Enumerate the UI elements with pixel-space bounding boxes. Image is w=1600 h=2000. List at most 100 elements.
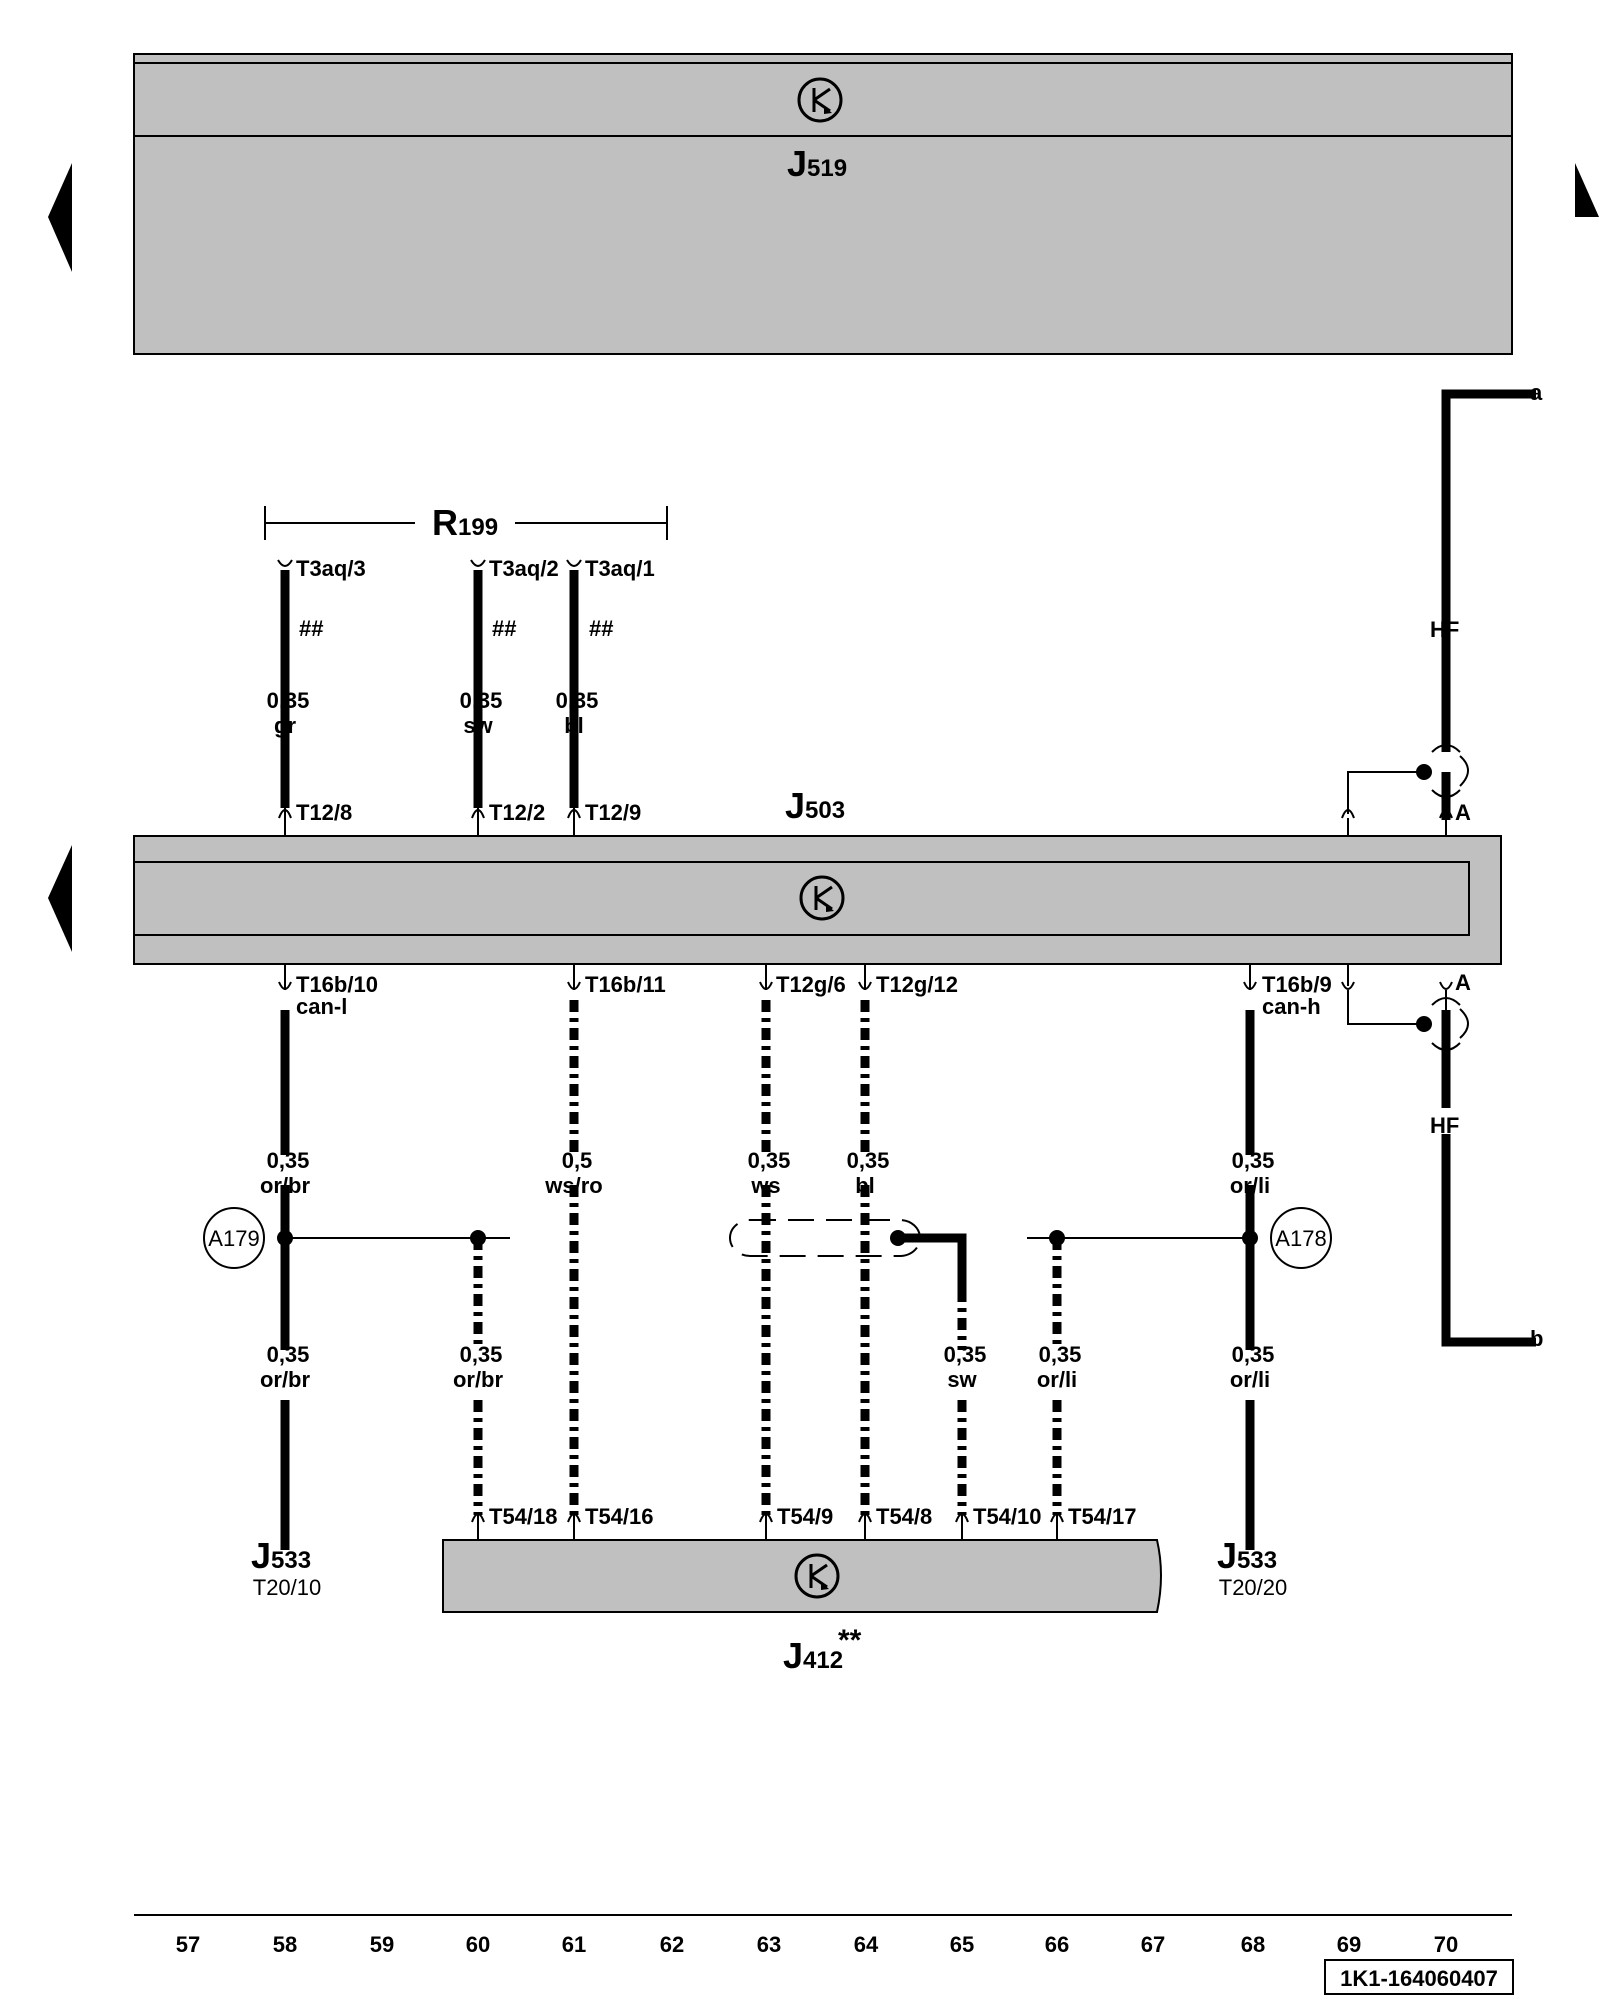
wire-color: sw	[463, 713, 493, 738]
pin-t12-8: T12/8	[296, 800, 352, 825]
wire-color: ws	[750, 1173, 780, 1198]
grid-number: 59	[370, 1932, 394, 1957]
pin-t54-8: T54/8	[876, 1504, 932, 1529]
wire-color: or/br	[260, 1173, 311, 1198]
nav-right-arrow-top[interactable]	[1575, 163, 1599, 272]
wire-note: ##	[299, 616, 323, 641]
wire-note: ##	[589, 616, 613, 641]
grid-number: 68	[1241, 1932, 1265, 1957]
junction-dot	[1416, 1016, 1432, 1032]
wire-note: ##	[492, 616, 516, 641]
junction-a179-label: A179	[208, 1226, 259, 1251]
grid-number: 63	[757, 1932, 781, 1957]
wire-gauge: 0,35	[460, 1342, 503, 1367]
pin-t12g-6: T12g/6	[776, 972, 846, 997]
top-wire-labels: T3aq/3 T3aq/2 T3aq/1 ## ## ## 0,35 gr 0,…	[267, 556, 655, 825]
j533-right: J533 T20/20	[1217, 1535, 1287, 1600]
wire-color: or/br	[453, 1367, 504, 1392]
pin-t16b-9: T16b/9	[1262, 972, 1332, 997]
j412-module: J412 **	[442, 1539, 1162, 1676]
grid-number: 69	[1337, 1932, 1361, 1957]
antenna-cable	[1341, 389, 1536, 1347]
mid-wires	[278, 964, 1257, 1550]
junction-markers: A179 A178	[203, 1207, 1332, 1269]
j519-module: J519	[133, 53, 1513, 355]
wire-gauge: 0,35	[460, 688, 503, 713]
j503-module: J503	[133, 785, 1502, 965]
pin-t16b-11: T16b/11	[585, 972, 666, 997]
wire-color: gr	[274, 713, 296, 738]
wire-gauge: 0,35	[1039, 1342, 1082, 1367]
wire-gauge: 0,5	[562, 1148, 593, 1173]
pin-t54-18: T54/18	[489, 1504, 558, 1529]
pin-t3aq-3: T3aq/3	[296, 556, 366, 581]
j533-label: J533	[1217, 1535, 1277, 1576]
wire-color: or/li	[1230, 1173, 1270, 1198]
wire-gauge: 0,35	[267, 1342, 310, 1367]
antenna-hf-label: HF	[1430, 617, 1459, 642]
j412-label: J412	[783, 1635, 843, 1676]
pin-t16b-10: T16b/10	[296, 972, 378, 997]
pin-t12g-12: T12g/12	[876, 972, 958, 997]
wire-color: sw	[947, 1367, 977, 1392]
pin-t54-16: T54/16	[585, 1504, 654, 1529]
junction-a178-label: A178	[1275, 1226, 1326, 1251]
pin-t54-10: T54/10	[973, 1504, 1042, 1529]
junction-dot	[1416, 764, 1432, 780]
antenna-hf-label: HF	[1430, 1113, 1459, 1138]
document-id-box: 1K1-164060407	[1324, 1959, 1514, 1995]
j533-pin: T20/10	[253, 1575, 322, 1600]
grid-number: 70	[1434, 1932, 1458, 1957]
grid-number: 58	[273, 1932, 297, 1957]
junction-a179	[203, 1207, 265, 1269]
nav-left-arrow-mid[interactable]	[48, 845, 72, 952]
grid-number: 60	[466, 1932, 490, 1957]
wire-gauge: 0,35	[1232, 1148, 1275, 1173]
wire-color: bl	[564, 713, 584, 738]
antenna-pin-a: A	[1455, 800, 1471, 825]
r199-bracket: R199	[264, 502, 668, 543]
grid-number: 57	[176, 1932, 200, 1957]
pin-t3aq-1: T3aq/1	[585, 556, 655, 581]
antenna-pin-a: A	[1455, 970, 1471, 995]
j412-pins	[471, 1513, 1064, 1540]
j412-footnote-mark: **	[838, 1624, 862, 1657]
can-low-label: can-l	[296, 994, 347, 1019]
wire-color: or/br	[260, 1367, 311, 1392]
pin-t12-2: T12/2	[489, 800, 545, 825]
nav-left-arrow-top[interactable]	[48, 163, 72, 272]
j533-pin: T20/20	[1219, 1575, 1288, 1600]
grid-number: 65	[950, 1932, 974, 1957]
wire-gauge: 0,35	[267, 1148, 310, 1173]
wire-gauge: 0,35	[944, 1342, 987, 1367]
grid-number: 62	[660, 1932, 684, 1957]
can-high-label: can-h	[1262, 994, 1321, 1019]
pin-t54-17: T54/17	[1068, 1504, 1137, 1529]
junction-dots	[277, 1230, 1258, 1246]
pin-t12-9: T12/9	[585, 800, 641, 825]
pin-t3aq-2: T3aq/2	[489, 556, 559, 581]
grid-number: 64	[854, 1932, 879, 1957]
wire-color: or/li	[1230, 1367, 1270, 1392]
wire-gauge: 0,35	[556, 688, 599, 713]
wire-color: bl	[855, 1173, 875, 1198]
mid-wire-labels: 0,35 or/br 0,5 ws/ro 0,35 ws 0,35 bl 0,3…	[260, 1148, 1274, 1392]
wire-gauge: 0,35	[847, 1148, 890, 1173]
wire-gauge: 0,35	[267, 688, 310, 713]
pin-t54-9: T54/9	[777, 1504, 833, 1529]
wire-gauge: 0,35	[748, 1148, 791, 1173]
wire-gauge: 0,35	[1232, 1342, 1275, 1367]
wire-color: or/li	[1037, 1367, 1077, 1392]
r199-label: R199	[432, 502, 498, 543]
mid-pin-labels: T16b/10 can-l T16b/11 T12g/6 T12g/12 T16…	[296, 972, 1332, 1019]
junction-a178	[1270, 1207, 1332, 1269]
grid-number: 67	[1141, 1932, 1165, 1957]
j412-pin-labels: T54/18 T54/16 T54/9 T54/8 T54/10 T54/17	[489, 1504, 1137, 1529]
j503-label: J503	[785, 785, 845, 826]
j533-label: J533	[251, 1535, 311, 1576]
continuation-b: b	[1530, 1326, 1543, 1351]
document-id: 1K1-164060407	[1340, 1966, 1498, 1991]
grid-number: 66	[1045, 1932, 1069, 1957]
wire-color: ws/ro	[544, 1173, 602, 1198]
